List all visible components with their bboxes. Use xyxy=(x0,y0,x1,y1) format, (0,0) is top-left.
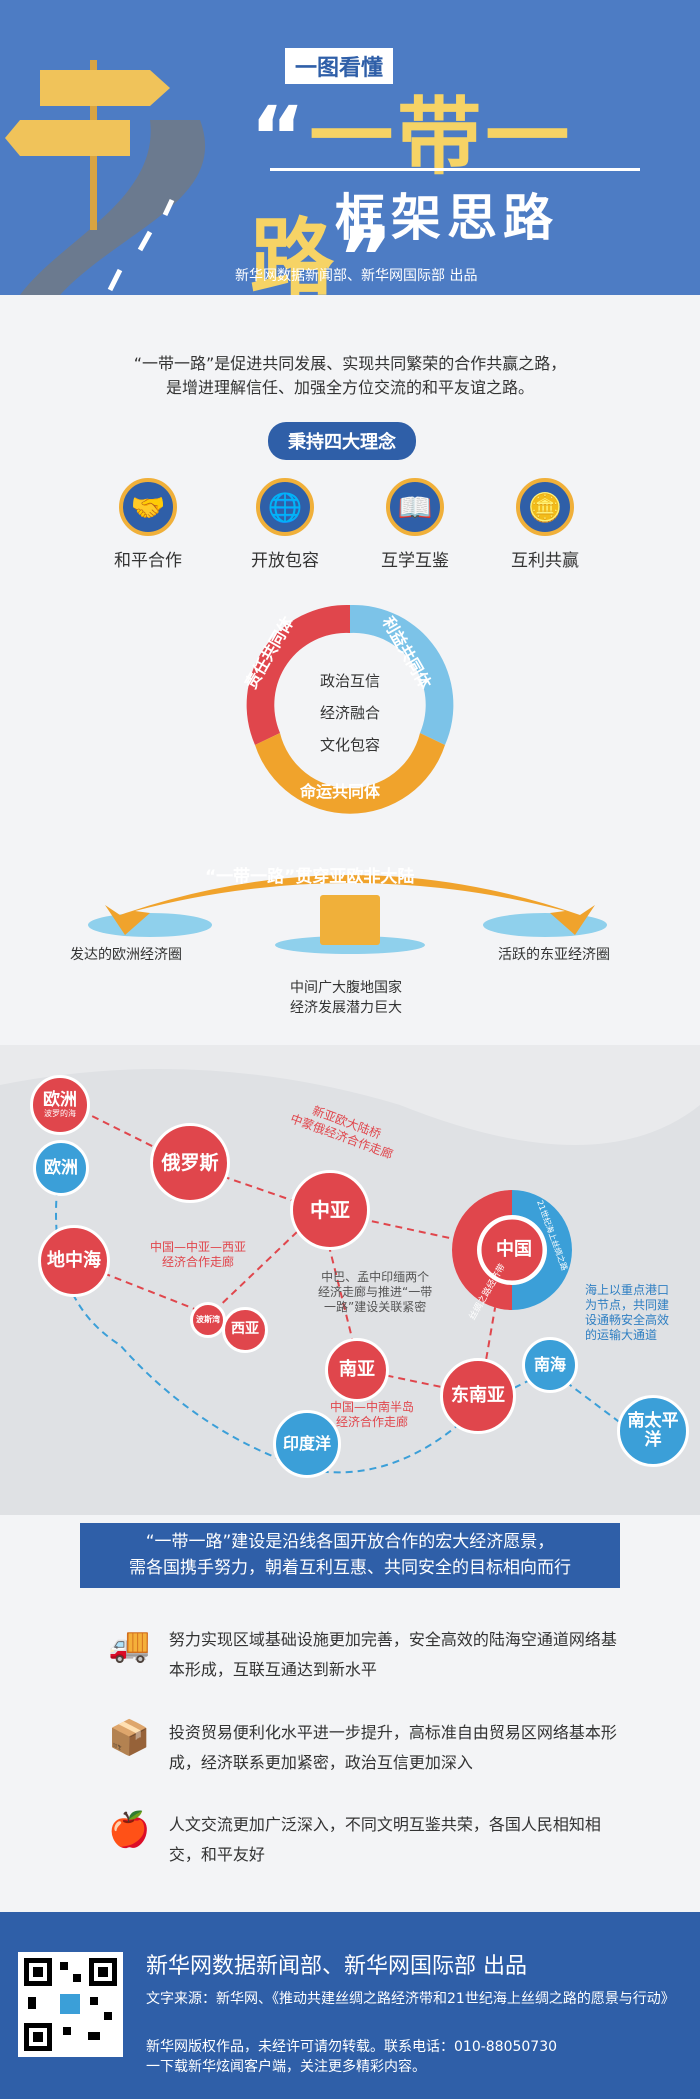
label-cpec: 中巴、孟中印缅两个 经济走廊与推进“一带 一路”建设关联紧密 xyxy=(318,1270,433,1314)
node-west-asia: 西亚 xyxy=(222,1307,268,1353)
label-sea: 海上以重点港口 为节点，共同建 设通畅安全高效 的运输大通道 xyxy=(585,1283,670,1342)
middle-label: 中间广大腹地国家 经济发展潜力巨大 xyxy=(290,978,402,1018)
title-divider xyxy=(270,168,640,171)
qr-code-pattern xyxy=(24,1958,117,2051)
footer-producer: 新华网数据新闻部、新华网国际部 出品 xyxy=(146,1954,527,1979)
community-ring xyxy=(246,604,454,814)
transport-icon: 🚚 xyxy=(108,1625,151,1665)
footer-download[interactable]: 一下载新华炫闻客户端，关注更多精彩内容。 xyxy=(146,2059,426,2075)
goal-text: 投资贸易便利化水平进一步提升，高标准自由贸易区网络基本形成，经济联系更加紧密，政… xyxy=(168,1723,617,1772)
ring-segment-responsibility xyxy=(246,604,350,745)
middle-label-2: 经济发展潜力巨大 xyxy=(290,1000,402,1016)
apple-books-icon: 🍎 xyxy=(108,1810,151,1850)
intro-line-1: “一带一路”是促进共同发展、实现共同繁荣的合作共赢之路， xyxy=(133,354,567,373)
header-tag: 一图看懂 xyxy=(285,48,394,84)
idea-learn: 📖 互学互鉴 xyxy=(365,478,465,571)
header-credit: 新华网数据新闻部、新华网国际部 出品 xyxy=(235,268,478,284)
ribbon-line-1: “一带一路”建设是沿线各国开放合作的宏大经济愿景， xyxy=(145,1532,555,1552)
qr-code[interactable] xyxy=(18,1952,123,2057)
node-europe-baltic-label: 欧洲 xyxy=(43,1090,77,1111)
idea-peace: 🤝 和平合作 xyxy=(98,478,198,571)
ring-center: 政治互信 经济融合 文化包容 xyxy=(290,665,410,761)
node-indian-ocean: 印度洋 xyxy=(273,1410,341,1478)
book-icon: 📖 xyxy=(386,478,444,536)
ring-center-2: 经济融合 xyxy=(319,704,380,722)
idea-label: 和平合作 xyxy=(114,551,182,571)
node-persian-gulf: 波斯湾 xyxy=(190,1302,226,1338)
ring-center-3: 文化包容 xyxy=(319,736,380,754)
label-cicp: 中国—中南半岛 经济合作走廊 xyxy=(330,1400,415,1429)
idea-open: 🌐 开放包容 xyxy=(235,478,335,571)
node-south-china-sea: 南海 xyxy=(522,1337,578,1393)
node-southeast-asia: 东南亚 xyxy=(440,1358,516,1434)
ideas-heading: 秉持四大理念 xyxy=(268,422,416,460)
handshake-icon: 🤝 xyxy=(119,478,177,536)
header-banner: 一图看懂 “一带一路” 框架思路 新华网数据新闻部、新华网国际部 出品 xyxy=(0,0,700,295)
ring-segment-interest xyxy=(350,604,454,745)
coins-icon: 🪙 xyxy=(516,478,574,536)
intro-text: “一带一路”是促进共同发展、实现共同繁荣的合作共赢之路， 是增进理解信任、加强全… xyxy=(0,352,700,400)
node-europe: 欧洲 xyxy=(33,1140,89,1196)
node-china: 中国 xyxy=(496,1239,532,1260)
left-pool-label: 发达的欧洲经济圈 xyxy=(70,947,182,963)
ring-segment-destiny xyxy=(255,733,445,814)
globe-icon: 🌐 xyxy=(256,478,314,536)
arc-arrow xyxy=(88,875,607,954)
idea-label: 互学互鉴 xyxy=(381,551,449,571)
node-mediterranean: 地中海 xyxy=(38,1225,110,1297)
quote-close: ” xyxy=(338,209,398,295)
route-map: 欧洲波罗的海 俄罗斯 欧洲 地中海 中亚 中国 丝绸之路经济带 21世纪海上丝绸… xyxy=(0,1045,700,1515)
arc-label: “一带一路”贯穿亚欧非大陆 xyxy=(205,867,415,887)
footer-source: 文字来源：新华网、《推动共建丝绸之路经济带和21世纪海上丝绸之路的愿景与行动》 xyxy=(146,1991,675,2007)
right-pool-label: 活跃的东亚经济圈 xyxy=(498,947,610,963)
middle-label-1: 中间广大腹地国家 xyxy=(290,980,402,996)
goal-text: 努力实现区域基础设施更加完善，安全高效的陆海空通道网络基本形成，互联互通达到新水… xyxy=(168,1630,617,1679)
footer-copyright: 新华网版权作品，未经许可请勿转载。联系电话：010-88050730 xyxy=(146,2039,558,2055)
idea-win: 🪙 互利共赢 xyxy=(495,478,595,571)
ring-center-1: 政治互信 xyxy=(319,672,380,690)
china-ring xyxy=(452,1190,572,1310)
node-europe-baltic-sub: 波罗的海 xyxy=(44,1108,76,1118)
goal-trade: 📦 投资贸易便利化水平进一步提升，高标准自由贸易区网络基本形成，经济联系更加紧密… xyxy=(100,1718,620,1778)
ring-label-destiny: 命运共同体 xyxy=(300,782,381,801)
node-south-asia: 南亚 xyxy=(325,1338,389,1402)
vision-ribbon: “一带一路”建设是沿线各国开放合作的宏大经济愿景， 需各国携手努力，朝着互利互惠… xyxy=(80,1523,620,1588)
goal-infrastructure: 🚚 努力实现区域基础设施更加完善，安全高效的陆海空通道网络基本形成，互联互通达到… xyxy=(100,1625,620,1685)
goal-culture: 🍎 人文交流更加广泛深入，不同文明互鉴共荣，各国人民相知相交，和平友好 xyxy=(100,1810,620,1870)
node-south-pacific: 南太平洋 xyxy=(617,1395,689,1467)
road-signpost-illustration xyxy=(5,60,206,295)
goal-text: 人文交流更加广泛深入，不同文明互鉴共荣，各国人民相知相交，和平友好 xyxy=(168,1815,601,1864)
idea-label: 开放包容 xyxy=(251,551,319,571)
node-europe-baltic: 欧洲波罗的海 xyxy=(30,1075,90,1135)
label-cawa: 中国—中亚—西亚 经济合作走廊 xyxy=(150,1240,247,1269)
package-icon: 📦 xyxy=(108,1718,151,1758)
footer: 新华网数据新闻部、新华网国际部 出品 文字来源：新华网、《推动共建丝绸之路经济带… xyxy=(0,1912,700,2099)
intro-line-2: 是增进理解信任、加强全方位交流的和平友谊之路。 xyxy=(165,378,534,397)
ribbon-line-2: 需各国携手努力，朝着互利互惠、共同安全的目标相向而行 xyxy=(129,1558,571,1578)
quote-open: “ xyxy=(250,88,310,186)
idea-label: 互利共赢 xyxy=(511,551,579,571)
page-subtitle: 框架思路 xyxy=(335,189,559,247)
node-russia: 俄罗斯 xyxy=(150,1123,230,1203)
node-central-asia: 中亚 xyxy=(290,1170,370,1250)
building-icon xyxy=(320,895,380,945)
